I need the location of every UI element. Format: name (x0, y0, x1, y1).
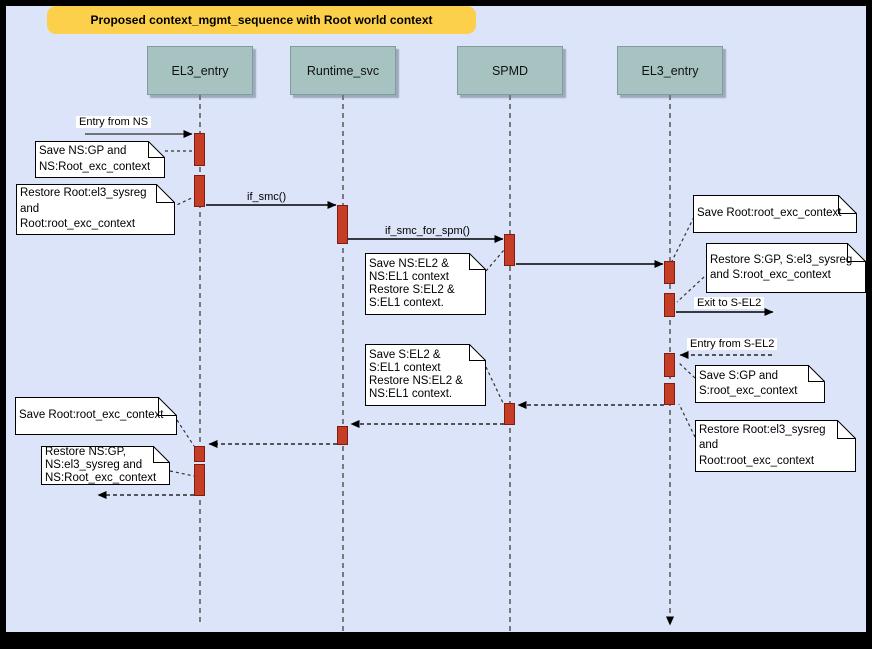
diagram-canvas: Proposed context_mgmt_sequence with Root… (6, 6, 866, 632)
activation-bar-el3-left-4 (194, 464, 205, 496)
actor-box-el3-entry-right: EL3_entry (617, 46, 723, 95)
activation-bar-el3-left-3 (194, 446, 205, 462)
activation-bar-el3-right-3 (664, 353, 675, 377)
activation-bar-el3-left-2 (194, 175, 205, 207)
actor-label: EL3_entry (171, 63, 229, 78)
activation-bar-spmd-1 (504, 234, 515, 266)
message-if-smc-label: if_smc() (247, 191, 287, 203)
activation-bar-el3-right-4 (664, 383, 675, 405)
actor-label: Runtime_svc (306, 63, 380, 78)
connector-note-save-root-right (671, 216, 695, 262)
actor-label: EL3_entry (641, 63, 699, 78)
message-entry-from-sel2-label: Entry from S-EL2 (687, 338, 778, 350)
connector-note-save-s-el2 (485, 366, 505, 406)
connector-note-save-ns-el2 (485, 249, 505, 272)
message-if-smc-for-spm-label: if_smc_for_spm() (385, 225, 470, 237)
note-save-root-right: Save Root:root_exc_context (693, 195, 857, 233)
activation-bar-el3-left-1 (194, 133, 205, 166)
connector-note-restore-root-right (678, 403, 696, 438)
connector-note-save-root-left (176, 419, 195, 447)
actor-box-runtime-svc: Runtime_svc (290, 46, 396, 95)
actor-label: SPMD (491, 63, 529, 78)
connector-note-restore-root-left (171, 196, 195, 208)
activation-bar-el3-right-2 (664, 293, 675, 317)
connector-note-save-s-gp (677, 361, 696, 379)
activation-bar-runtime-2 (337, 426, 348, 445)
diagram-lines-layer (85, 95, 774, 632)
message-exit-to-sel2-label: Exit to S-EL2 (694, 297, 765, 309)
activation-bar-spmd-2 (504, 403, 515, 425)
note-save-root-left: Save Root:root_exc_context (15, 397, 177, 435)
actor-box-el3-entry-left: EL3_entry (147, 46, 253, 95)
diagram-title: Proposed context_mgmt_sequence with Root… (47, 6, 476, 34)
connector-note-restore-s-gp (676, 276, 705, 303)
connector-note-restore-ns-gp (169, 470, 195, 477)
actor-box-spmd: SPMD (457, 46, 563, 95)
message-entry-from-ns-label: Entry from NS (76, 116, 152, 128)
activation-bar-runtime-1 (337, 205, 348, 244)
activation-bar-el3-right-1 (664, 261, 675, 284)
